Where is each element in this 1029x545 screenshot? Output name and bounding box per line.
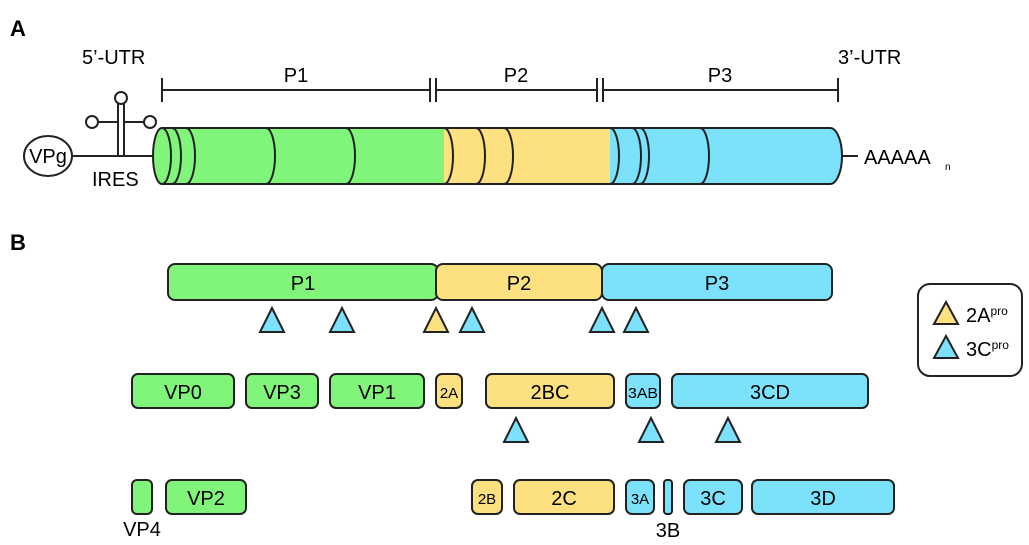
vpg-label: VPg [29,146,67,168]
protein-2c [513,479,615,515]
protein-2a [435,373,463,409]
protein-label-vp4: VP4 [123,519,161,540]
genome-segment-p1 [153,128,444,184]
protein-label-3c: 3C [700,488,726,510]
polya-label: AAAAA [864,147,931,169]
protein-3d [751,479,895,515]
polya-subscript: n [945,162,951,173]
legend-box [917,283,1023,377]
protein-label-2b: 2B [478,491,496,508]
genome-segment-p3 [610,128,842,184]
protein-label-3ab: 3AB [628,385,658,402]
protein-3b [663,479,673,515]
protein-label-vp2: VP2 [187,488,225,510]
protein-label-2c: 2C [551,488,577,510]
cleavage-triangle-3c [258,305,286,333]
legend-3c-label: 3Cpro [966,338,1009,361]
protein-vp2 [165,479,247,515]
protein-label-2a: 2A [440,385,458,402]
protein-2b [471,479,503,515]
utr3-label: 3’-UTR [838,47,901,69]
genome-segment-p2 [444,128,610,184]
polyprotein-label-p3: P3 [705,273,729,295]
protease-legend: 2Apro 3Cpro [917,283,1023,377]
protein-3a [625,479,655,515]
protein-vp3 [245,373,319,409]
protein-label-vp3: VP3 [263,382,301,404]
cleavage-triangle-3c [714,415,742,443]
protein-2bc [485,373,615,409]
genome-cylinder [152,127,843,185]
region-scale-bars [161,78,839,102]
legend-3c-triangle-icon [932,333,960,359]
polyprotein-p3 [601,263,833,301]
cleavage-triangle-3c [458,305,486,333]
protein-label-2bc: 2BC [531,382,570,404]
legend-2a-label: 2Apro [966,304,1008,327]
protein-vp4 [131,479,153,515]
protein-label-vp0: VP0 [164,382,202,404]
region-label-p2: P2 [504,65,528,87]
utr5-label: 5’-UTR [82,47,145,69]
cleavage-triangle-3c [328,305,356,333]
protein-label-3cd: 3CD [750,382,790,404]
cleavage-triangle-3c [588,305,616,333]
protein-label-3d: 3D [810,488,836,510]
polyprotein-label-p1: P1 [291,273,315,295]
ires-label: IRES [92,169,139,191]
protein-vp1 [329,373,425,409]
protein-label-3a: 3A [631,491,649,508]
panel-a-label: A [10,16,26,41]
legend-2a-triangle-icon [932,299,960,325]
protein-3cd [671,373,869,409]
protein-3ab [625,373,661,409]
ires-structure [85,91,162,157]
protein-label-3b: 3B [656,520,680,540]
cleavage-triangle-3c [637,415,665,443]
region-label-p3: P3 [708,65,732,87]
cleavage-triangle-3c [622,305,650,333]
cleavage-sites-row2 [502,415,742,443]
protein-3c [683,479,743,515]
protein-label-vp1: VP1 [358,382,396,404]
polyprotein-label-p2: P2 [507,273,531,295]
cleavage-triangle-2a [422,305,450,333]
cleavage-triangle-3c [502,415,530,443]
cleavage-sites-row1 [258,305,650,333]
protein-vp0 [131,373,235,409]
region-label-p1: P1 [284,65,308,87]
panel-b-label: B [10,230,26,255]
